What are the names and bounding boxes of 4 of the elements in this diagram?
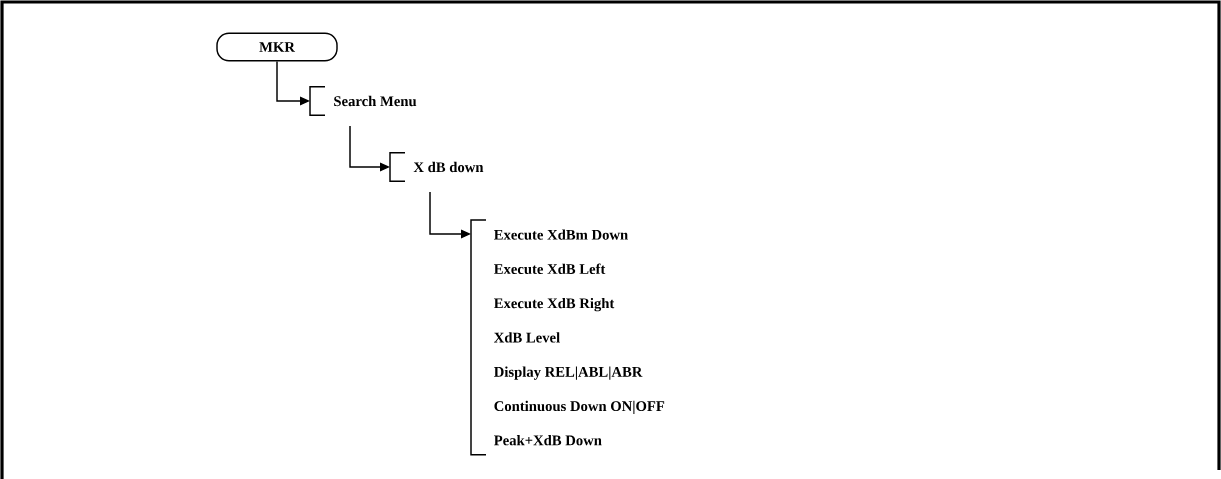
submenu-list: Execute XdBm Down Execute XdB Left Execute XdB Right XdB Level Display REL|ABL|ABR Continuous Down ON|OFF Peak+XdB Down <box>470 219 665 456</box>
menu-item: X dB down <box>389 152 484 182</box>
key-button: MKR <box>216 32 338 62</box>
menu-item: Search Menu <box>309 86 417 116</box>
